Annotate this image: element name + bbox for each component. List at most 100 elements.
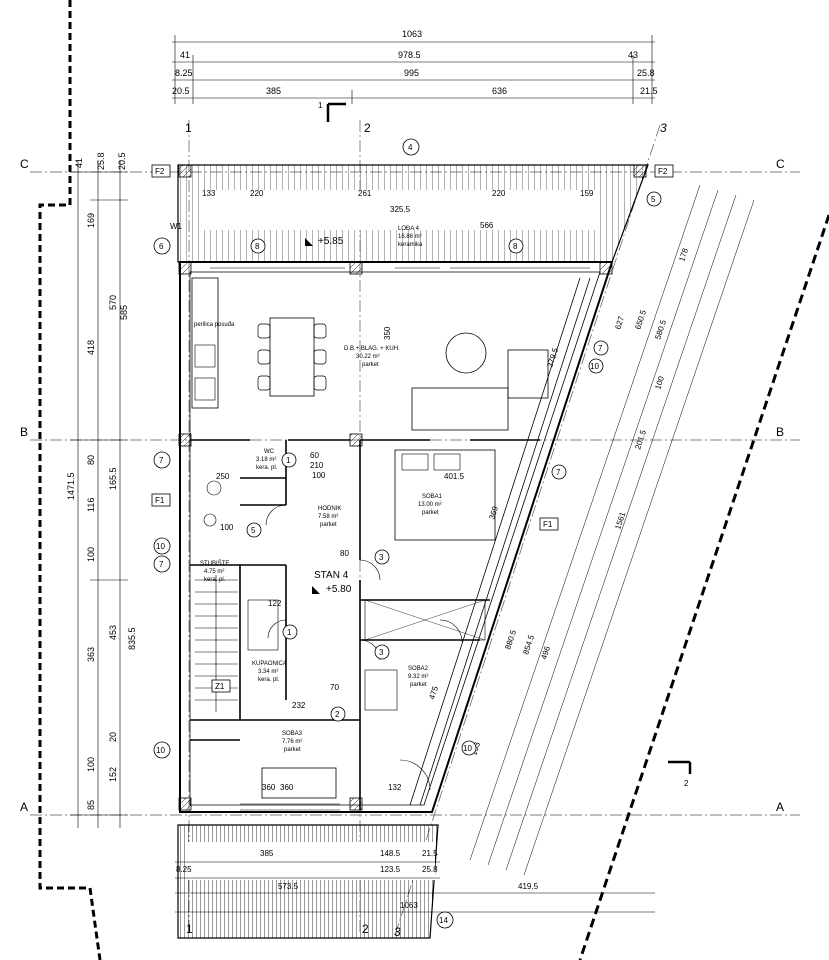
dim-left-total-1: 1471.5 [66,472,76,500]
marker-7a-label: 7 [159,456,164,465]
marker-10b-label: 10 [156,746,165,755]
tag-f1-right: F1 [543,520,553,529]
dim-loggia-0: 133 [202,189,216,198]
dim-top-r2-a: 41 [180,50,190,60]
dim-bottom-b: 419.5 [518,882,539,891]
dim-left-col2-5: 152 [108,767,118,782]
sofa [411,387,509,431]
dim-slant-6: 627 [613,315,626,331]
marker-5b [646,191,662,207]
bathtub [247,599,279,651]
terrace-dims-bg [185,842,435,880]
dim-door-wc-w: 60 [310,451,319,460]
column-top-3 [633,164,647,178]
dim-slant-11: 178 [677,247,690,263]
dim-bottom-h: 8.25 [176,865,192,874]
dim-room1-w: 401.5 [444,472,465,481]
marker-7d-label: 7 [556,468,561,477]
marker-7b [153,555,171,573]
dim-bottom-f: 21.5 [422,849,438,858]
wc-floor: kera. pl. [256,465,278,471]
room1-area: 13.00 m² [418,502,442,508]
marker-2 [330,706,346,722]
dim-room2-bottom: 132 [388,783,402,792]
dim-left-col1-2: 80 [86,455,96,465]
dim-living-h: 350 [383,326,392,340]
marker-14-label: 14 [439,916,448,925]
column-a1 [178,797,192,811]
dim-room3-w: 360 [280,783,294,792]
room2-floor: parket [410,682,427,688]
site-boundary-right [578,214,829,960]
dim-left-col1-3: 116 [86,498,96,512]
marker-1b [282,624,298,640]
marker-6-label: 6 [159,242,164,251]
dim-bottom-e: 123.5 [380,865,401,874]
loggia-floor: keramika [398,242,423,248]
level-marker-unit [312,586,320,594]
marker-10b [153,741,171,759]
coffee-table [445,332,487,374]
dim-left-a: 41 [74,158,84,168]
dim-top-r2-c: 43 [628,50,638,60]
marker-1a [281,452,297,468]
marker-8b [508,238,524,254]
dim-slant-5: 1561 [613,510,627,530]
dim-left-col2-0: 570 [108,295,118,310]
dim-slant-1: 369 [487,505,500,521]
dim-left-col1-5: 363 [86,647,96,662]
marker-7d [551,464,567,480]
tag-f2-left: F2 [155,167,165,176]
marker-10c-label: 10 [590,362,599,371]
marker-7c-label: 7 [598,344,603,353]
dim-slant-3: 854.5 [521,633,536,655]
column-top-1 [178,164,192,178]
grid-label-top-3: 3 [660,121,667,135]
marker-2-label: 2 [335,710,340,719]
grid-label-top-1: 1 [185,121,192,135]
column-b2 [349,433,363,447]
tag-box-f2-left [151,164,171,178]
marker-10a-label: 10 [156,542,165,551]
dim-slant-2: 880.5 [503,628,518,650]
stairs-floor: kera. pl. [204,577,226,583]
dim-wc-w: 250 [216,472,230,481]
marker-4 [402,138,420,156]
dim-left-b: 25.8 [96,152,106,170]
wardrobe [364,599,486,641]
wc-area: 3.18 m² [256,457,276,463]
living-area: 30.22 m² [356,354,380,360]
room1-floor: parket [422,510,439,516]
dim-left-col2-4: 20 [108,732,118,742]
room2-name: SOBA2 [408,666,429,672]
dim-left-col1-1: 418 [86,340,96,355]
unit-level: +5.80 [326,584,352,595]
marker-7b-label: 7 [159,560,164,569]
loggia-label-bg [200,190,600,230]
bath-floor: kera. pl. [258,677,280,683]
loggia-area: 16.86 m² [398,234,422,240]
dim-room3-top: 232 [292,701,306,710]
hall-name: HODNIK [318,506,341,512]
marker-5a [246,522,262,538]
dim-left-total-2: 835.5 [127,627,137,650]
dining-chairs [257,323,327,391]
dim-bottom-c: 385 [260,849,274,858]
unit-name: STAN 4 [314,570,349,581]
marker-7c [593,340,609,356]
dim-top-r3-a: 8.25 [175,68,193,78]
marker-1b-label: 1 [287,628,292,637]
marker-14 [436,911,454,929]
dim-top-r4-b: 385 [266,86,281,96]
exterior-wall-inner [189,271,601,806]
exterior-wall-outline [179,261,614,813]
marker-3b [374,644,390,660]
dim-slant-9: 100 [653,375,666,391]
stove [194,344,216,368]
dim-loggia-2: 261 [358,189,372,198]
dim-top-r3-b: 995 [404,68,419,78]
tag-box-f1-right [539,517,559,531]
desk-room3 [261,767,337,799]
grid-label-left-c: C [20,157,29,171]
